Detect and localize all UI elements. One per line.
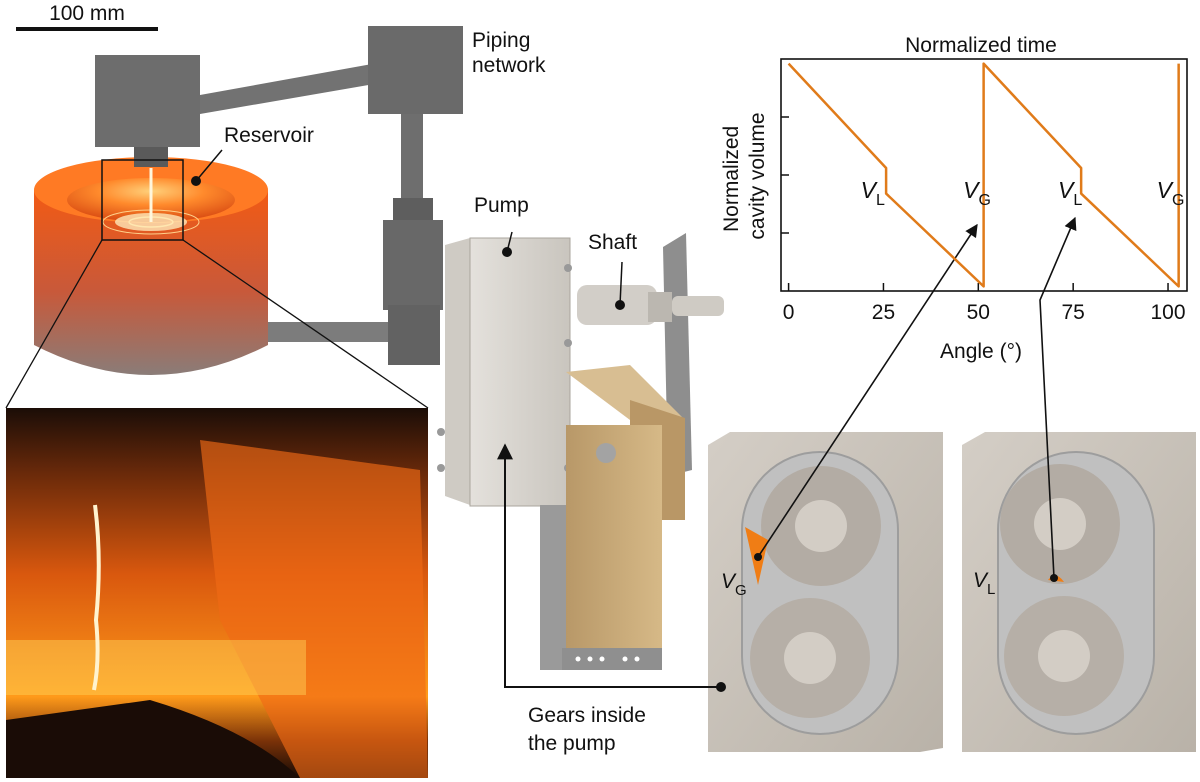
chart-annotation-base: V — [963, 177, 981, 203]
gear-plate-liquid — [962, 432, 1196, 752]
outlet-pipe — [268, 322, 408, 342]
scale-bar-label: 100 mm — [49, 2, 125, 25]
x-tick-label: 50 — [967, 301, 990, 324]
chart-ylabel-line-1: Normalized — [720, 126, 743, 232]
chart-ylabel-line-2: cavity volume — [746, 112, 769, 239]
label-pump: Pump — [474, 194, 529, 217]
label-piping-network-line-1: Piping — [472, 29, 530, 52]
inset-photo — [6, 408, 428, 778]
label-shaft: Shaft — [588, 231, 637, 254]
chart-annotation-base: V — [1157, 177, 1175, 203]
chart-annotation-base: V — [861, 177, 879, 203]
chart-title: Normalized time — [905, 34, 1057, 57]
furnace-reservoir — [34, 157, 268, 375]
symbol-v-liquid-base: V — [973, 569, 989, 592]
scale-bar: 100 mm — [16, 2, 158, 31]
chart-annotation-sub: G — [1172, 192, 1184, 209]
chart-xlabel: Angle (°) — [940, 340, 1022, 363]
label-gears: Gears inside the pump — [528, 704, 652, 755]
piping-network — [95, 26, 463, 365]
chart-annotation-sub: L — [876, 192, 885, 209]
leader-lines — [191, 149, 1077, 692]
symbol-v-liquid: VL — [973, 569, 995, 598]
label-piping-network: Piping network — [472, 29, 546, 77]
chart-ylabel: Normalized cavity volume — [720, 112, 769, 239]
chart-annotation-sub: G — [978, 192, 990, 209]
wooden-support — [540, 365, 685, 670]
x-tick-label: 25 — [872, 301, 895, 324]
label-gears-line-1: Gears inside — [528, 704, 646, 727]
chart-annotation: VG — [1157, 177, 1185, 209]
gear-plate-gas — [708, 432, 943, 752]
cavity-volume-line — [787, 62, 1180, 288]
zoom-indicator — [5, 159, 429, 409]
label-gears-line-2: the pump — [528, 732, 616, 755]
x-tick-label: 0 — [783, 301, 795, 324]
symbol-v-gas-sub: G — [735, 582, 747, 599]
symbol-v-gas: VG — [721, 570, 747, 599]
chart-annotation: VL — [861, 177, 885, 209]
pump-body — [437, 237, 572, 507]
label-piping-network-line-2: network — [472, 54, 546, 77]
label-reservoir: Reservoir — [224, 124, 314, 147]
chart-annotation: VG — [963, 177, 991, 209]
symbol-v-gas-base: V — [721, 570, 737, 593]
chart-annotation: VL — [1058, 177, 1082, 209]
chart-annotation-sub: L — [1073, 192, 1082, 209]
x-tick-label: 75 — [1061, 301, 1084, 324]
symbol-v-liquid-sub: L — [987, 581, 995, 598]
x-tick-label: 100 — [1151, 301, 1186, 324]
chart-annotation-base: V — [1058, 177, 1076, 203]
